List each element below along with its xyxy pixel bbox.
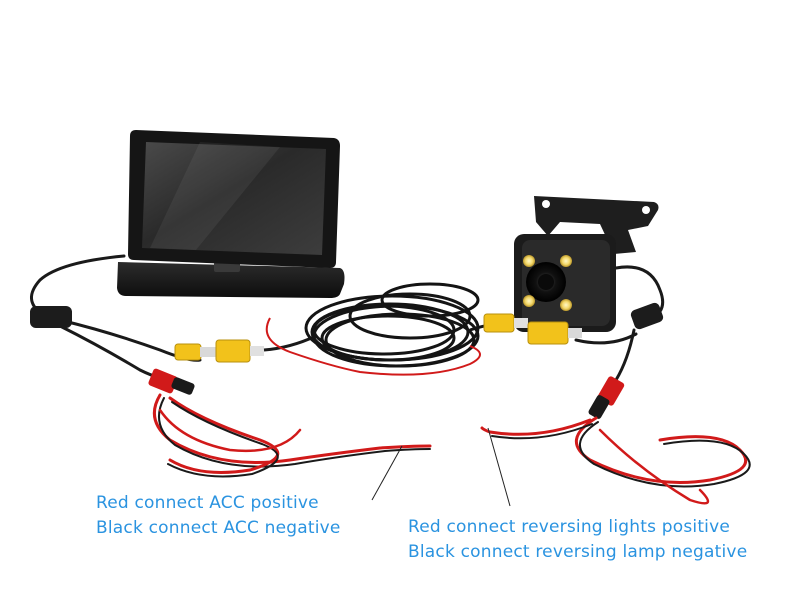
left-rca-connectors — [174, 334, 317, 363]
right-power-connector — [588, 376, 625, 419]
right-rca-connectors — [483, 313, 582, 345]
camera-led-4 — [560, 299, 572, 311]
cable-splitter — [30, 306, 72, 328]
camera-cable-splitter — [630, 302, 664, 330]
caption-acc-red: Red connect ACC positive — [96, 493, 319, 513]
caption-reversing-black: Black connect reversing lamp negative — [408, 542, 748, 562]
camera-led-2 — [560, 255, 572, 267]
monitor-screen — [142, 142, 326, 255]
caption-acc: Red connect ACC positive Black connect A… — [96, 491, 341, 541]
caption-reversing: Red connect reversing lights positive Bl… — [408, 515, 747, 565]
red-trigger-wire — [265, 317, 481, 376]
left-power-connector — [148, 368, 195, 395]
leader-line-right — [487, 427, 511, 507]
left-red-black-wires — [152, 393, 432, 478]
caption-acc-black: Black connect ACC negative — [96, 518, 341, 538]
leader-line-left — [371, 445, 403, 501]
monitor-stand — [117, 262, 345, 298]
camera-led-1 — [523, 255, 535, 267]
right-red-black-wires — [480, 416, 751, 505]
caption-reversing-red: Red connect reversing lights positive — [408, 517, 731, 537]
camera-led-3 — [523, 295, 535, 307]
camera-bracket — [534, 196, 659, 254]
reverse-camera — [514, 196, 659, 332]
monitor — [117, 130, 345, 298]
